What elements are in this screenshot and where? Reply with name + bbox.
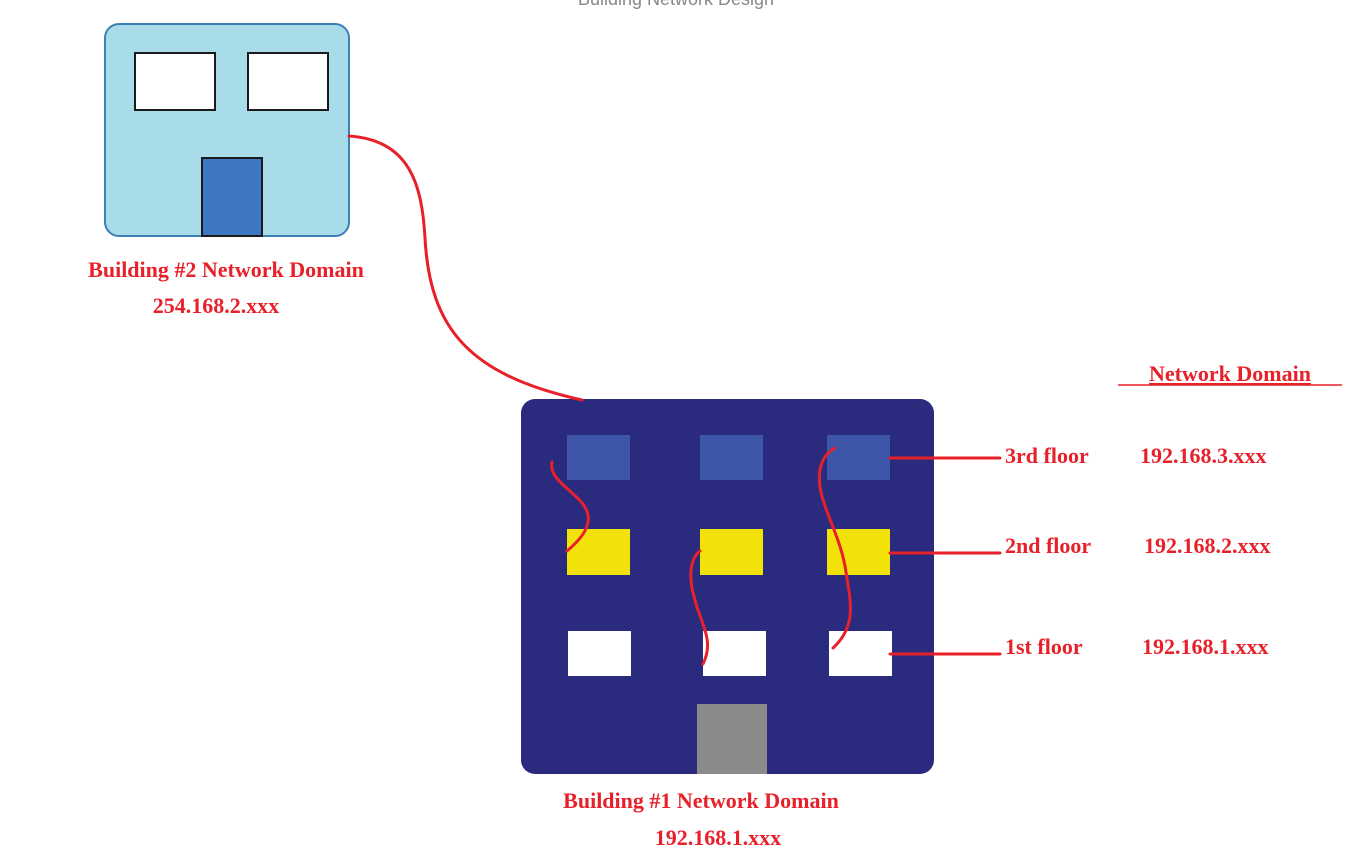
- top-caption: Building Network Design: [578, 0, 774, 9]
- building-1-body: [521, 399, 934, 774]
- floor-1-window: [568, 631, 631, 676]
- building-1-label: Building #1 Network Domain: [563, 788, 839, 813]
- floor-cable: [550, 460, 590, 553]
- building-2: [104, 23, 350, 237]
- floor-3-window: [700, 435, 763, 480]
- floor-2-window: [700, 529, 763, 575]
- floor-cable: [689, 549, 709, 666]
- floor-3-address: 192.168.3.xxx: [1140, 443, 1267, 468]
- floor-2-name: 2nd floor: [1005, 533, 1091, 558]
- building-2-window: [247, 52, 329, 111]
- floor-3-window: [827, 435, 890, 480]
- floor-1-window: [829, 631, 892, 676]
- floor-3-name: 3rd floor: [1005, 443, 1089, 468]
- building-2-window: [134, 52, 216, 111]
- network-domain-legend: Network Domain 3rd floor 192.168.3.xxx 2…: [1005, 361, 1342, 659]
- floor-2-address: 192.168.2.xxx: [1144, 533, 1271, 558]
- floor-1-address: 192.168.1.xxx: [1142, 634, 1269, 659]
- floor-3-window: [567, 435, 630, 480]
- building-2-address: 254.168.2.xxx: [153, 293, 280, 318]
- inter-building-cable: [347, 134, 584, 402]
- floor-2-window: [567, 529, 630, 575]
- building-1: [521, 399, 934, 774]
- floor-cable: [817, 446, 852, 650]
- floor-1-window: [703, 631, 766, 676]
- legend-header: Network Domain: [1149, 361, 1311, 386]
- floor-1-name: 1st floor: [1005, 634, 1083, 659]
- building-2-label: Building #2 Network Domain: [88, 257, 364, 282]
- building-1-address: 192.168.1.xxx: [655, 825, 782, 850]
- building-1-door: [697, 704, 767, 774]
- building-2-door: [201, 157, 263, 237]
